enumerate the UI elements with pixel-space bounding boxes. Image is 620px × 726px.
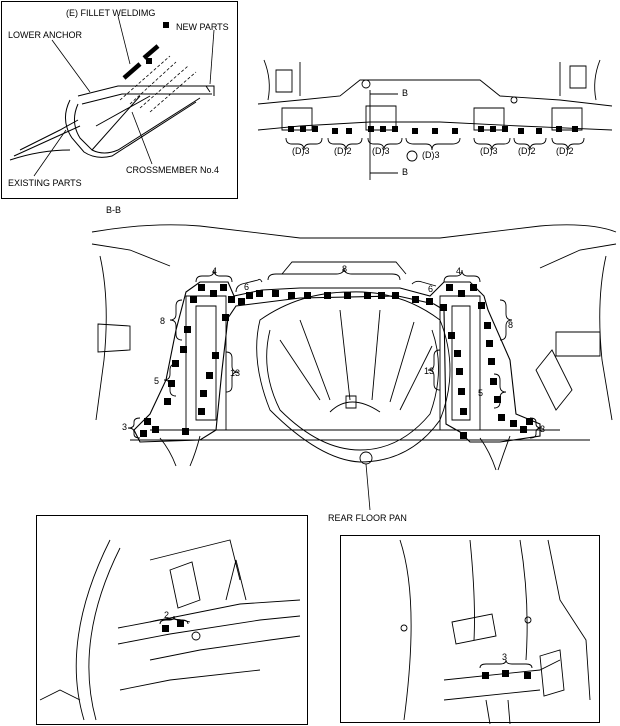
section-marker-top: B — [402, 88, 409, 98]
weld-group-label: (D)2 — [556, 146, 574, 156]
lower-anchor-label: LOWER ANCHOR — [8, 30, 83, 40]
weld-group-label: (D)2 — [334, 146, 352, 156]
weld-group-label: (D)2 — [518, 146, 536, 156]
count-label: 6 — [428, 284, 434, 294]
weld-spot — [163, 22, 169, 28]
fillet-welding-label: (E) FILLET WELDIMG — [66, 8, 156, 18]
top-view-group-braces — [285, 137, 585, 151]
existing-parts-label: EXISTING PARTS — [8, 178, 82, 188]
count-label: 8 — [342, 264, 348, 274]
count-label: 13 — [230, 368, 241, 378]
bottom-right-inset-drawing — [399, 539, 591, 725]
bottom-right-detail-inset — [340, 535, 600, 723]
bottom-right-count-label: 3 — [502, 652, 508, 662]
count-label: 5 — [478, 388, 484, 398]
weld-group-label: (D)3 — [480, 146, 498, 156]
count-label: 4 — [456, 266, 462, 276]
top-view-weld-spots — [288, 126, 578, 134]
main-view-braces — [127, 267, 543, 439]
rear-floor-pan-leader — [365, 463, 371, 511]
bottom-left-count-label: 2 — [164, 610, 170, 620]
section-line-b-b — [369, 90, 398, 180]
bottom-left-detail-inset — [36, 515, 308, 725]
fillet-weld-marks — [122, 44, 160, 80]
main-view-weld-spots — [140, 284, 533, 439]
weld-region-outlines — [133, 281, 541, 443]
weld-guide-lines — [119, 55, 197, 113]
count-label: 13 — [424, 366, 435, 376]
count-label: 6 — [244, 282, 250, 292]
crossmember-label: CROSSMEMBER No.4 — [126, 165, 220, 175]
weld-group-label: (D)3 — [372, 146, 390, 156]
rear-floor-pan-label: REAR FLOOR PAN — [328, 513, 407, 523]
count-label: 8 — [160, 316, 166, 326]
bottom-left-weld-spots — [162, 620, 184, 632]
bottom-right-brace — [479, 659, 533, 669]
leader-lines — [33, 15, 215, 177]
weld-group-label: (D)3 — [422, 150, 440, 160]
weld-group-label: (D)3 — [292, 146, 310, 156]
bottom-left-inset-drawing — [39, 539, 301, 721]
count-label: 3 — [540, 424, 546, 434]
bottom-right-weld-spots — [482, 670, 531, 679]
section-marker-bottom: B — [402, 167, 409, 177]
weld-spot — [146, 58, 152, 64]
bottom-left-brace — [159, 615, 189, 625]
count-label: 4 — [212, 266, 218, 276]
crossmember-drawing — [9, 85, 215, 161]
count-label: 3 — [122, 422, 128, 432]
count-label: 5 — [154, 376, 160, 386]
main-view-body-outline — [91, 224, 617, 471]
count-label: 8 — [508, 320, 514, 330]
new-parts-label: NEW PARTS — [176, 22, 229, 32]
section-title: B-B — [106, 205, 122, 215]
